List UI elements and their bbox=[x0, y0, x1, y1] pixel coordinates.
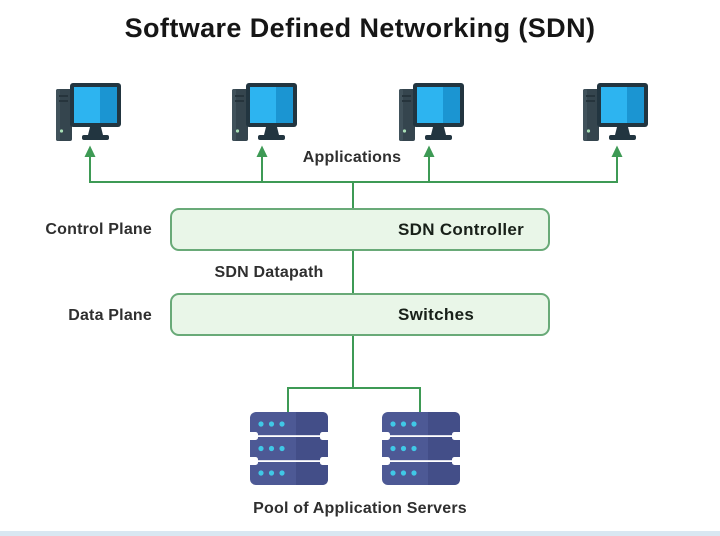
switches-label: Switches bbox=[398, 304, 475, 324]
desktop-computer-icon bbox=[232, 83, 297, 141]
applications-label: Applications bbox=[302, 149, 402, 166]
sdn-controller-box: SDN Controller bbox=[170, 208, 550, 251]
bottom-border-strip bbox=[0, 531, 720, 536]
switches-box: Switches bbox=[170, 293, 550, 336]
control-plane-label: Control Plane bbox=[45, 221, 152, 238]
sdn-controller-label: SDN Controller bbox=[398, 219, 525, 239]
diagram-title: Software Defined Networking (SDN) bbox=[124, 13, 596, 43]
desktop-computer-icon bbox=[399, 83, 464, 141]
desktop-computer-icon bbox=[583, 83, 648, 141]
server-rack-icon bbox=[382, 412, 460, 485]
sdn-datapath-label: SDN Datapath bbox=[214, 264, 324, 281]
server-rack-icon bbox=[250, 412, 328, 485]
desktop-computer-icon bbox=[56, 83, 121, 141]
network-line bbox=[89, 156, 618, 414]
pool-of-application-servers-label: Pool of Application Servers bbox=[253, 500, 467, 517]
data-plane-label: Data Plane bbox=[68, 307, 152, 324]
